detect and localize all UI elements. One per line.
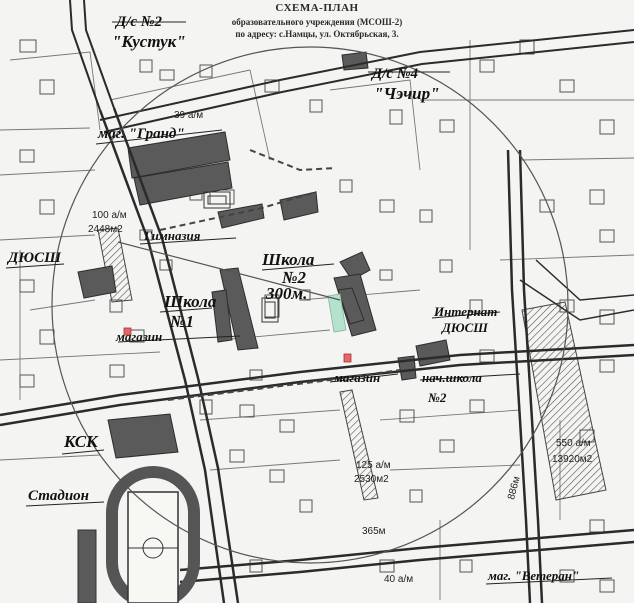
label-stadium: Стадион <box>28 488 89 504</box>
small-buildings <box>19 39 615 593</box>
large-buildings <box>77 51 451 459</box>
parking-areas <box>97 227 607 501</box>
label-primary-school-number: №2 <box>428 390 447 405</box>
radius-circle <box>51 46 569 564</box>
label-internat-dyussh: ДЮСШ <box>442 320 488 335</box>
map-title: СХЕМА-ПЛАН <box>275 2 359 14</box>
label-ds4-number: Д/с №4 <box>372 66 419 82</box>
label-school2-number: №2 <box>282 268 307 287</box>
label-ksk: КСК <box>64 432 98 451</box>
label-ds4-name: "Чэчир" <box>374 84 440 103</box>
shop-markers <box>123 327 352 363</box>
measure-125-places: 125 а/м <box>356 460 391 471</box>
label-school1-number: №1 <box>170 312 195 331</box>
walkways <box>159 149 401 401</box>
label-shop-middle: магазин <box>334 370 381 385</box>
label-radius-300m: 300м. <box>266 284 308 303</box>
measure-365m: 365м <box>362 526 386 537</box>
label-primary-school: нач.школа <box>422 370 482 385</box>
label-ds2-name: "Кустук" <box>112 32 186 51</box>
measure-2530-area: 2530м2 <box>354 474 389 485</box>
stadium <box>77 466 200 603</box>
map-address: по адресу: с.Намцы, ул. Октябрьская, 3. <box>235 29 399 39</box>
measure-100-places: 100 а/м <box>92 210 127 221</box>
label-dyussh: ДЮСШ <box>8 250 61 266</box>
measure-40-places: 40 а/м <box>384 574 414 585</box>
label-school1: Школа <box>164 292 217 311</box>
label-gymnasium: Гимназия <box>144 228 201 243</box>
parcel-lines <box>0 40 634 600</box>
label-internat: Интернат <box>434 304 498 319</box>
leader-lines <box>5 21 613 585</box>
school-yard <box>327 293 347 333</box>
measure-2448-area: 2448м2 <box>88 224 123 235</box>
sports-courts <box>203 191 279 323</box>
map-subtitle: образовательного учреждения (МСОШ-2) <box>231 17 403 27</box>
measure-550-places: 550 а/м <box>556 438 591 449</box>
measure-13920-area: 13920м2 <box>552 454 593 465</box>
label-school2: Школа <box>262 250 315 269</box>
label-ds2-number: Д/с №2 <box>116 14 163 30</box>
measure-39-places: 39 а/м <box>174 110 204 121</box>
label-shop-left: магазин <box>116 329 163 344</box>
radius-line <box>117 241 341 301</box>
label-shop-grand: маг. "Гранд" <box>98 126 185 142</box>
label-shop-veteran: маг. "Ветеран" <box>488 568 580 583</box>
